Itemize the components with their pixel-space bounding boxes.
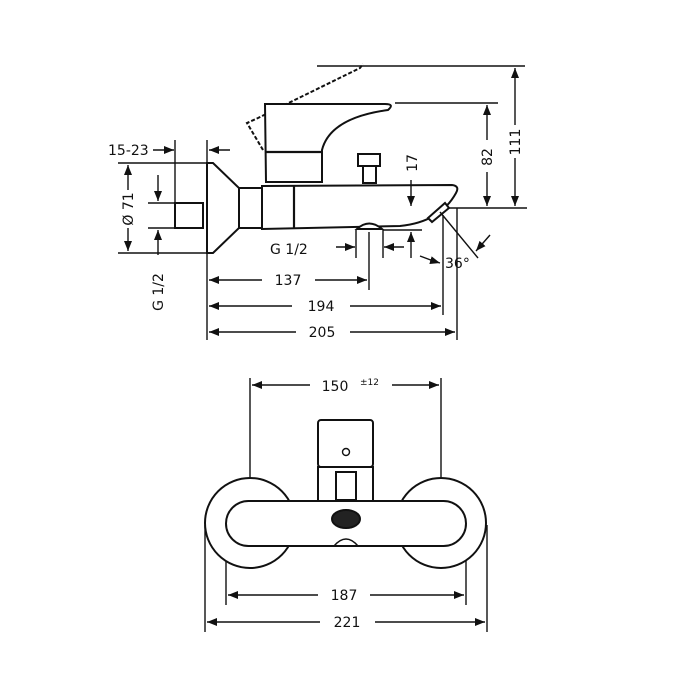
dim-wall-range: 15-23 [108, 143, 149, 159]
diverter-stem [362, 165, 377, 184]
dim-total-depth: 205 [309, 325, 336, 341]
dim-handle-height: 82 [480, 148, 496, 166]
union-nut [238, 187, 263, 229]
cartridge-stem [335, 471, 357, 501]
outlet-aerator [354, 222, 385, 230]
outlet-nozzle [333, 538, 359, 547]
dim-inlet-thread: G 1/2 [151, 273, 167, 311]
angle-arrow-left [419, 255, 441, 264]
dim-angle: 36° [445, 256, 470, 272]
dim-centers: 150 [322, 379, 349, 395]
angle-arrow-right [475, 234, 491, 252]
spout-aerator [426, 201, 451, 224]
dim-inner-width: 187 [331, 588, 358, 604]
dim-outlet-thread: G 1/2 [270, 242, 308, 258]
diverter-button [331, 509, 361, 529]
dim-outlet-position: 137 [275, 273, 302, 289]
diverter-knob [357, 153, 381, 167]
spout-body [261, 183, 459, 231]
lever-open-outline [245, 63, 364, 151]
handle-front [317, 419, 374, 468]
dim-diameter: Ø 71 [121, 192, 137, 225]
handle-indicator [341, 447, 351, 457]
dim-total-width: 221 [334, 615, 361, 631]
side-view: 111 82 17 15-23 Ø 71 G 1/2 G 1/2 36° 137… [108, 63, 527, 341]
wall-connector [174, 202, 204, 229]
wall-plate [206, 162, 240, 254]
angle-line [439, 211, 479, 259]
dim-tolerance: ±12 [360, 378, 379, 388]
front-view: 150 ±12 187 221 [204, 378, 488, 632]
lever-handle [263, 103, 392, 183]
dim-spout-drop: 17 [405, 154, 421, 172]
dim-total-height: 111 [508, 129, 524, 156]
dim-spout-reach: 194 [308, 299, 335, 315]
